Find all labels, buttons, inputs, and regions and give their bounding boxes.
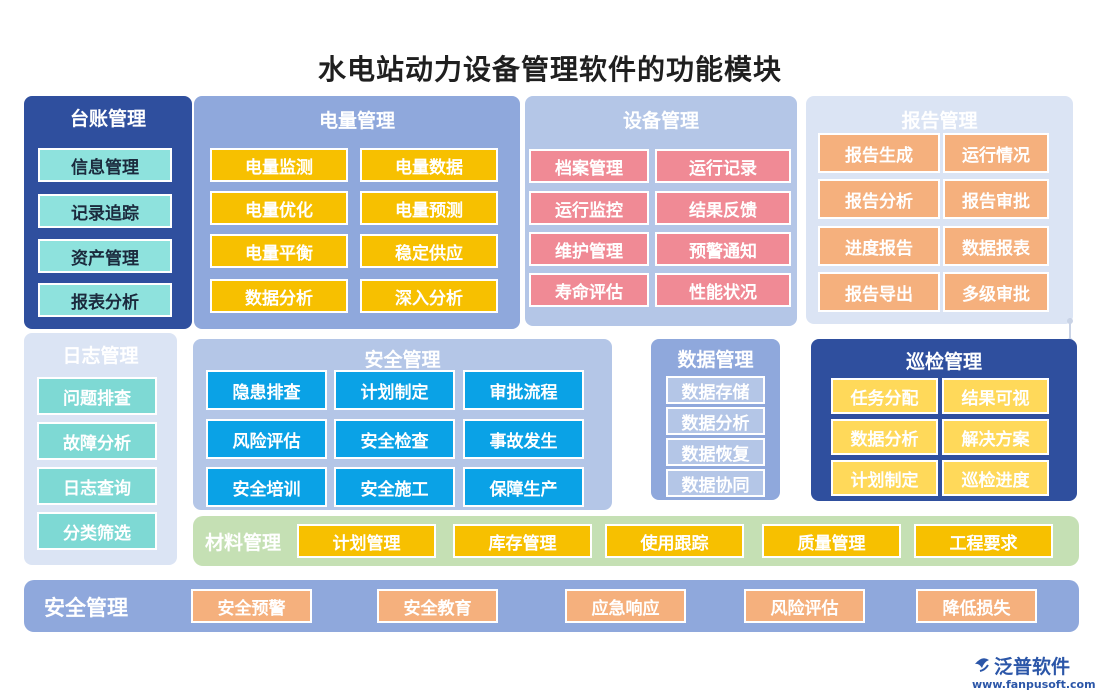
shuju-item: 数据恢复 [666,438,765,466]
rizhi-item: 日志查询 [37,467,157,505]
xunjian-item: 计划制定 [831,460,938,496]
shebei-item: 性能状况 [655,273,791,307]
anquan-item: 安全检查 [334,419,455,459]
xunjian-item: 解决方案 [942,419,1049,455]
shebei-item: 维护管理 [529,232,649,266]
module-dianliang-title: 电量管理 [318,110,395,132]
cailiao-item: 库存管理 [453,524,592,558]
module-anquan-bottom-title: 安全管理 [44,596,128,620]
shebei-item: 预警通知 [655,232,791,266]
dianliang-item: 电量数据 [360,148,498,182]
module-taizhang-title: 台账管理 [69,108,146,130]
xunjian-item: 任务分配 [831,378,938,414]
baogao-item: 报告审批 [943,179,1049,219]
baogao-item: 进度报告 [818,226,940,266]
anquan-bottom-item: 应急响应 [565,589,686,623]
dianliang-item: 数据分析 [210,279,348,313]
module-xunjian-title: 巡检管理 [905,351,982,373]
module-rizhi-title: 日志管理 [62,345,139,367]
dianliang-item: 电量优化 [210,191,348,225]
module-taizhang: 台账管理 信息管理 记录追踪 资产管理 报表分析 [24,96,192,329]
logo-url: www.fanpusoft.com [972,678,1096,691]
xunjian-item: 数据分析 [831,419,938,455]
module-shebei: 设备管理 档案管理 运行记录 运行监控 结果反馈 维护管理 预警通知 寿命评估 … [525,96,797,326]
baogao-item: 数据报表 [943,226,1049,266]
anquan-item: 风险评估 [206,419,327,459]
brand-logo: 泛普软件 www.fanpusoft.com [972,652,1096,696]
module-xunjian: 巡检管理 任务分配 结果可视 数据分析 解决方案 计划制定 巡检进度 [811,339,1077,501]
baogao-item: 报告导出 [818,272,940,312]
anquan-bottom-item: 降低损失 [916,589,1037,623]
baogao-item: 报告分析 [818,179,940,219]
xunjian-item: 结果可视 [942,378,1049,414]
module-baogao-title: 报告管理 [901,110,978,132]
rizhi-item: 故障分析 [37,422,157,460]
taizhang-item: 记录追踪 [38,194,172,228]
dianliang-item: 电量预测 [360,191,498,225]
shebei-item: 结果反馈 [655,191,791,225]
rizhi-item: 分类筛选 [37,512,157,550]
logo-name: 泛普软件 [994,656,1071,678]
cailiao-item: 使用跟踪 [605,524,744,558]
anquan-item: 隐患排查 [206,370,327,410]
module-dianliang: 电量管理 电量监测 电量数据 电量优化 电量预测 电量平衡 稳定供应 数据分析 … [194,96,520,329]
shebei-item: 寿命评估 [529,273,649,307]
module-cailiao-title: 材料管理 [205,532,282,554]
anquan-item: 保障生产 [463,467,584,507]
dianliang-item: 深入分析 [360,279,498,313]
shebei-item: 运行记录 [655,149,791,183]
anquan-item: 审批流程 [463,370,584,410]
baogao-item: 报告生成 [818,133,940,173]
dianliang-item: 电量监测 [210,148,348,182]
page-title: 水电站动力设备管理软件的功能模块 [317,53,782,86]
baogao-item: 运行情况 [943,133,1049,173]
logo-icon [975,658,989,672]
anquan-bottom-item: 安全预警 [191,589,312,623]
taizhang-item: 资产管理 [38,239,172,273]
dianliang-item: 稳定供应 [360,234,498,268]
shuju-item: 数据存储 [666,376,765,404]
cailiao-item: 计划管理 [297,524,436,558]
dianliang-item: 电量平衡 [210,234,348,268]
anquan-bottom-item: 安全教育 [377,589,498,623]
shuju-item: 数据分析 [666,407,765,435]
module-rizhi: 日志管理 问题排查 故障分析 日志查询 分类筛选 [24,333,177,565]
taizhang-item: 信息管理 [38,148,172,182]
module-shebei-title: 设备管理 [622,110,699,132]
cailiao-item: 工程要求 [914,524,1053,558]
module-shuju: 数据管理 数据存储 数据分析 数据恢复 数据协同 [651,339,780,500]
module-shuju-title: 数据管理 [677,349,754,371]
anquan-item: 安全施工 [334,467,455,507]
shuju-item: 数据协同 [666,469,765,497]
cailiao-item: 质量管理 [762,524,901,558]
module-anquan-bottom: 安全管理 安全预警 安全教育 应急响应 风险评估 降低损失 [24,580,1079,632]
anquan-bottom-item: 风险评估 [744,589,865,623]
module-anquan-title: 安全管理 [364,349,441,371]
module-anquan: 安全管理 隐患排查 计划制定 审批流程 风险评估 安全检查 事故发生 安全培训 … [193,339,612,510]
module-baogao: 报告管理 报告生成 运行情况 报告分析 报告审批 进度报告 数据报表 报告导出 … [806,96,1073,324]
module-cailiao: 材料管理 计划管理 库存管理 使用跟踪 质量管理 工程要求 [193,516,1079,566]
shebei-item: 档案管理 [529,149,649,183]
baogao-item: 多级审批 [943,272,1049,312]
anquan-item: 安全培训 [206,467,327,507]
shebei-item: 运行监控 [529,191,649,225]
anquan-item: 计划制定 [334,370,455,410]
anquan-item: 事故发生 [463,419,584,459]
xunjian-item: 巡检进度 [942,460,1049,496]
rizhi-item: 问题排查 [37,377,157,415]
taizhang-item: 报表分析 [38,283,172,317]
